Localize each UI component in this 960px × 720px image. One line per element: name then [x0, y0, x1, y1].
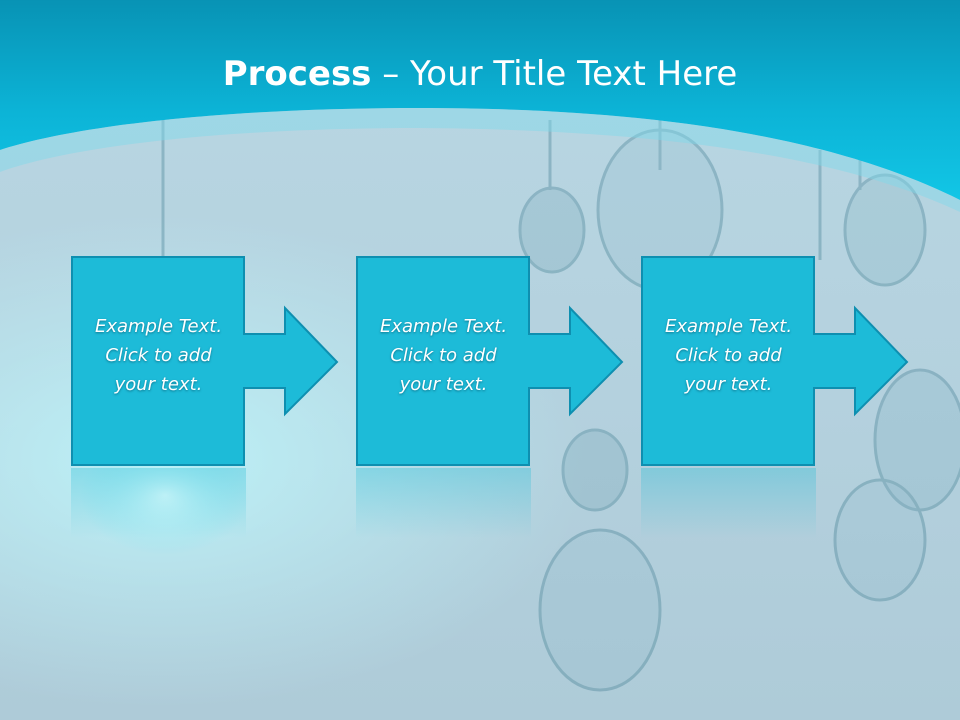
step-box-arrow-shape: [356, 256, 624, 466]
step-text: Example Text. Click to add your text.: [94, 316, 223, 395]
step-text: Example Text. Click to add your text.: [664, 316, 793, 395]
title-bold: Process: [222, 54, 372, 94]
process-step-1[interactable]: Example Text. Click to add your text.: [71, 256, 339, 466]
step-box-arrow-shape: [641, 256, 909, 466]
process-step-2[interactable]: Example Text. Click to add your text.: [356, 256, 624, 466]
step-box-arrow-shape: [71, 256, 339, 466]
slide-title[interactable]: Process – Your Title Text Here: [0, 52, 960, 96]
step-text: Example Text. Click to add your text.: [379, 316, 508, 395]
process-step-3[interactable]: Example Text. Click to add your text.: [641, 256, 909, 466]
step-reflection: [71, 468, 246, 538]
title-rest: – Your Title Text Here: [371, 54, 738, 94]
header-sheen: [0, 108, 960, 212]
lightbulb-decoration: [161, 120, 960, 692]
header-band: [0, 0, 960, 200]
step-reflection: [641, 468, 816, 538]
step-reflection: [356, 468, 531, 538]
